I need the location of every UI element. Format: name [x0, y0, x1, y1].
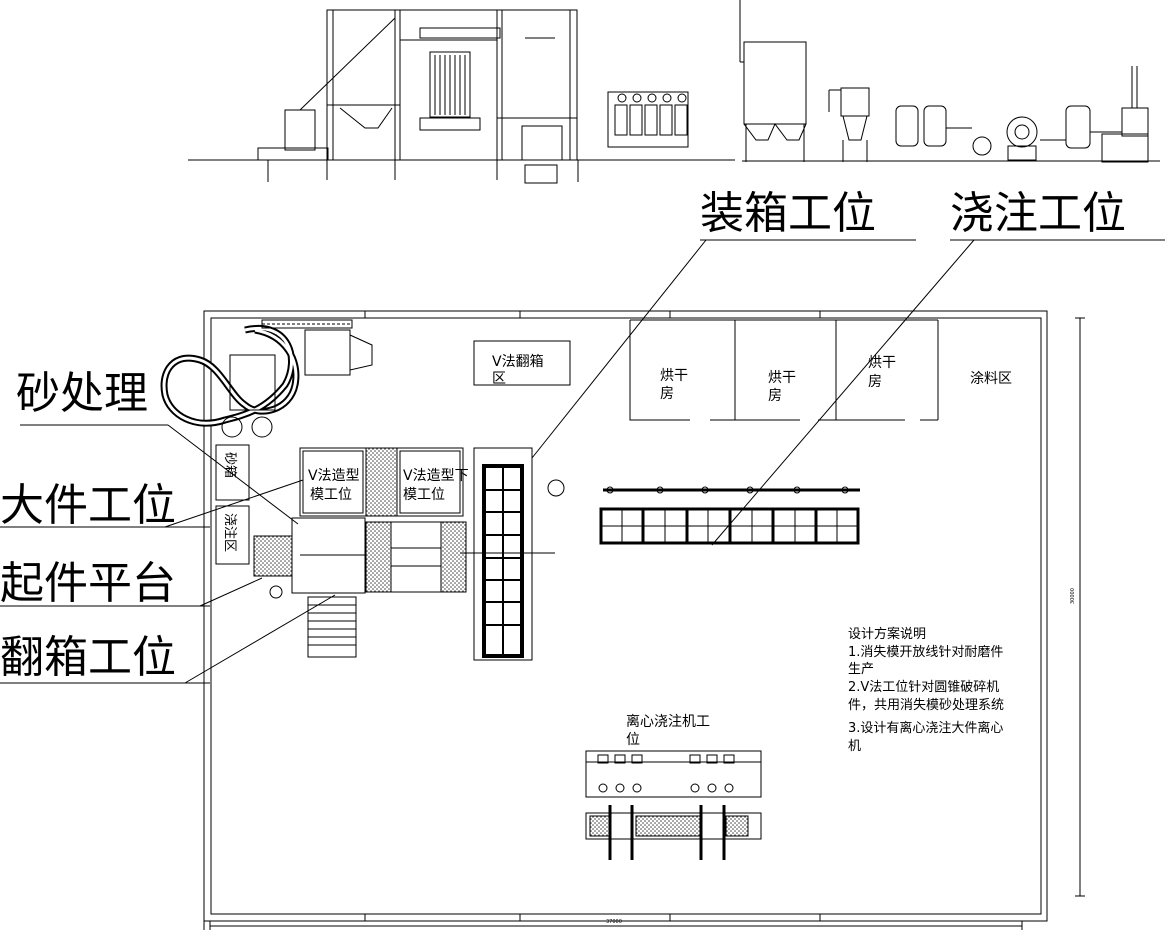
side-box-label-a: 砂箱 — [222, 452, 238, 478]
callout-sand-treatment: 砂处理 — [16, 368, 148, 419]
notes-line-2: 生产 — [848, 662, 874, 677]
drying-room-2-line2: 房 — [768, 388, 782, 404]
dimension-height: 30000 — [1070, 588, 1076, 604]
notes-line-3: 2.V法工位针对圆锥破碎机 — [848, 680, 999, 695]
notes-line-4: 件，共用消失模砂处理系统 — [848, 698, 1004, 713]
dimension-width: 37000 — [606, 919, 622, 925]
side-box-label-b: 浇注区 — [222, 513, 237, 552]
v-lower-mold-line1: V法造型下 — [403, 468, 469, 484]
drying-room-2-line1: 烘干 — [768, 370, 796, 386]
v-upper-mold-line2: 模工位 — [310, 487, 352, 503]
coating-area: 涂料区 — [970, 371, 1012, 387]
callout-pouring-station: 浇注工位 — [950, 188, 1126, 239]
notes-line-5: 3.设计有离心浇注大件离心 — [848, 720, 1003, 736]
centrifugal-line1: 离心浇注机工 — [626, 713, 710, 730]
callout-flipping-station: 翻箱工位 — [0, 632, 176, 683]
v-lower-mold-line2: 模工位 — [403, 487, 445, 503]
callout-lifting-platform: 起件平台 — [0, 558, 176, 609]
drying-room-3-line1: 烘干 — [868, 355, 896, 371]
drying-room-1-line2: 房 — [660, 386, 674, 402]
callout-large-part-station: 大件工位 — [0, 480, 176, 531]
drying-room-3-line2: 房 — [868, 374, 882, 390]
elevation-view — [188, 0, 1160, 184]
callout-packing-station: 装箱工位 — [700, 188, 876, 239]
notes-line-6: 机 — [848, 739, 861, 754]
v-upper-mold-line1: V法造型 — [308, 468, 360, 484]
centrifugal-line2: 位 — [626, 732, 640, 748]
notes-line-1: 1.消失模开放线针对耐磨件 — [848, 645, 1003, 660]
v-flip-area-line2: 区 — [492, 371, 506, 387]
plan-view — [0, 239, 1165, 930]
v-flip-area-line1: V法翻箱 — [492, 354, 544, 370]
drying-room-1-line1: 烘干 — [660, 368, 688, 384]
notes-title: 设计方案说明 — [848, 626, 926, 642]
